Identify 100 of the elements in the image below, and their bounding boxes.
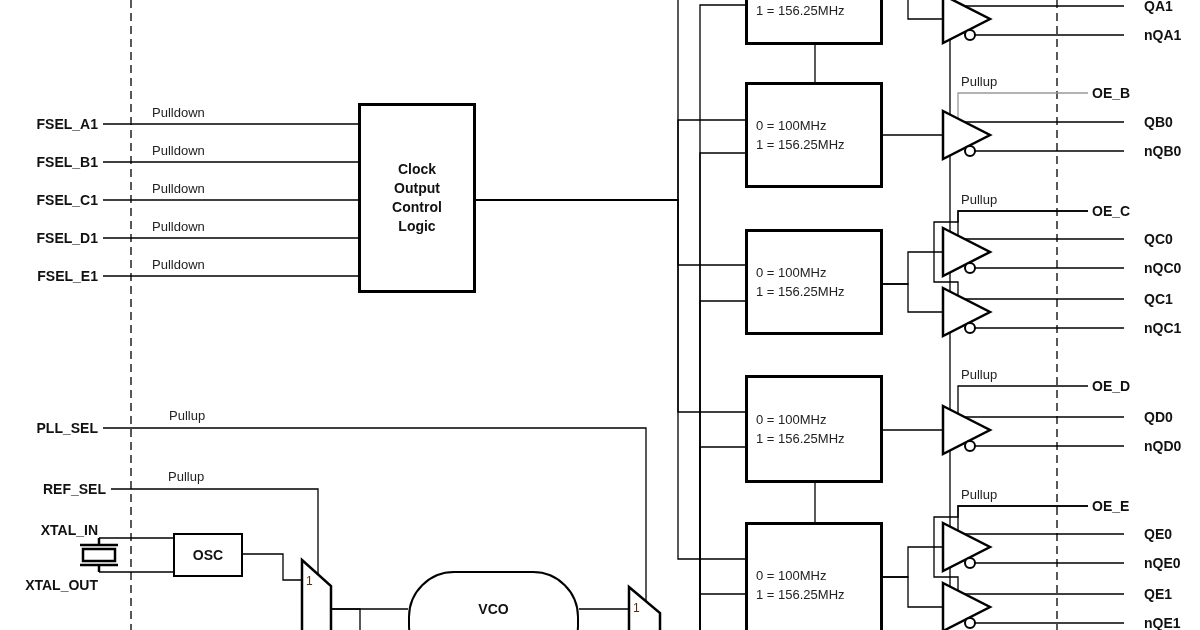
- buffer-symbol: [943, 523, 991, 571]
- connector-line: [974, 622, 1125, 624]
- oscillator-block: [173, 533, 243, 577]
- connector-line: [964, 121, 1125, 123]
- pin-label: OE_B: [1088, 84, 1148, 102]
- input-label: 1: [633, 601, 640, 615]
- edge-label: Pulldown: [151, 182, 206, 196]
- pin-label: QB0: [1124, 113, 1196, 131]
- pin-label: nQE0: [1124, 554, 1196, 572]
- buffer-symbol: [943, 288, 991, 336]
- divider-block: [745, 375, 883, 483]
- edge-label: Pulldown: [151, 258, 206, 272]
- block-label: Clock Output Control Logic: [391, 160, 443, 236]
- pin-label: nQD0: [1124, 437, 1196, 455]
- pin-label: OE_E: [1088, 497, 1148, 515]
- pin-label: nQC0: [1124, 259, 1196, 277]
- connector-line: [814, 44, 816, 83]
- connector-line: [102, 427, 647, 602]
- connector-line: [949, 332, 951, 410]
- frequency-label: 0 = 100MHz: [756, 566, 828, 585]
- connector-line: [964, 298, 1125, 300]
- connector-line: [974, 267, 1125, 269]
- connector-line: [974, 34, 1125, 36]
- frequency-label: 1 = 156.25MHz: [756, 136, 846, 154]
- connector-line: [964, 5, 1125, 7]
- pin-label: QA1: [1124, 0, 1196, 15]
- pin-label: FSEL_D1: [10, 229, 103, 247]
- divider-block: [745, 82, 883, 188]
- pin-label: nQC1: [1124, 319, 1196, 337]
- edge-label: Pullup: [960, 75, 999, 89]
- connector-line: [882, 283, 944, 313]
- pin-label: QE0: [1124, 525, 1196, 543]
- pin-label: FSEL_A1: [10, 115, 103, 133]
- connector-line: [957, 92, 1089, 120]
- connector-line: [882, 576, 944, 608]
- pin-label: nQA1: [1124, 26, 1196, 44]
- connector-line: [964, 416, 1125, 418]
- pin-label: QC1: [1124, 290, 1196, 308]
- connector-line: [578, 608, 630, 610]
- connector-line: [98, 537, 174, 539]
- connector-line: [814, 482, 816, 523]
- connector-line: [949, 39, 951, 115]
- edge-label: Pullup: [960, 488, 999, 502]
- connector-line: [974, 562, 1125, 564]
- frequency-label: 1 = 156.25MHz: [756, 430, 846, 448]
- input-label: 1: [306, 574, 313, 588]
- connector-line: [102, 237, 359, 239]
- connector-line: [102, 199, 359, 201]
- connector-line: [933, 210, 1089, 297]
- pin-label: XTAL_IN: [39, 521, 98, 539]
- connector-line: [699, 593, 746, 630]
- pin-label: OE_C: [1088, 202, 1148, 220]
- divider-block: [745, 229, 883, 335]
- pin-label: PLL_SEL: [10, 419, 103, 437]
- pin-label: FSEL_B1: [10, 153, 103, 171]
- connector-line: [974, 445, 1125, 447]
- connector-line: [907, 0, 944, 20]
- connector-line: [964, 533, 1125, 535]
- connector-line: [933, 505, 1089, 592]
- logic-block: [358, 103, 476, 293]
- edge-label: Pulldown: [151, 106, 206, 120]
- pin-label: nQB0: [1124, 142, 1196, 160]
- connector-line: [882, 429, 944, 431]
- pin-label: nQE1: [1124, 614, 1196, 630]
- edge-label: Pulldown: [151, 220, 206, 234]
- connector-line: [102, 275, 359, 277]
- connector-line: [957, 385, 1089, 415]
- pin-label: FSEL_C1: [10, 191, 103, 209]
- frequency-label: 1 = 156.25MHz: [756, 283, 846, 301]
- connector-line: [974, 327, 1125, 329]
- frequency-label: 1 = 156.25MHz: [756, 585, 846, 604]
- block-label: OSC: [192, 547, 224, 563]
- buffer-symbol: [943, 111, 991, 159]
- edge-label: Pullup: [960, 193, 999, 207]
- connector-line: [102, 123, 359, 125]
- connector-line: [949, 450, 951, 527]
- pin-label: XTAL_OUT: [24, 576, 98, 594]
- pin-label: QD0: [1124, 408, 1196, 426]
- connector-line: [882, 134, 944, 136]
- frequency-label: 0 = 100MHz: [756, 117, 828, 135]
- connector-line: [102, 161, 359, 163]
- frequency-label: 0 = 100MHz: [756, 411, 828, 429]
- frequency-label: 1 = 156.25MHz: [756, 2, 846, 20]
- pin-label: QE1: [1124, 585, 1196, 603]
- pin-label: REF_SEL: [10, 480, 111, 498]
- pin-label: FSEL_E1: [10, 267, 103, 285]
- divider-block: [745, 522, 883, 630]
- connector-line: [949, 155, 951, 232]
- pin-label: OE_D: [1088, 377, 1148, 395]
- buffer-symbol: [943, 0, 991, 43]
- connector-line: [964, 238, 1125, 240]
- connector-line: [964, 593, 1125, 595]
- connector-line: [110, 488, 319, 575]
- connector-line: [98, 571, 174, 573]
- buffer-symbol: [943, 228, 991, 276]
- edge-label: Pullup: [168, 409, 207, 423]
- frequency-label: 0 = 100MHz: [756, 264, 828, 282]
- pin-label: QC0: [1124, 230, 1196, 248]
- connector-line: [949, 567, 951, 587]
- edge-label: Pullup: [167, 470, 206, 484]
